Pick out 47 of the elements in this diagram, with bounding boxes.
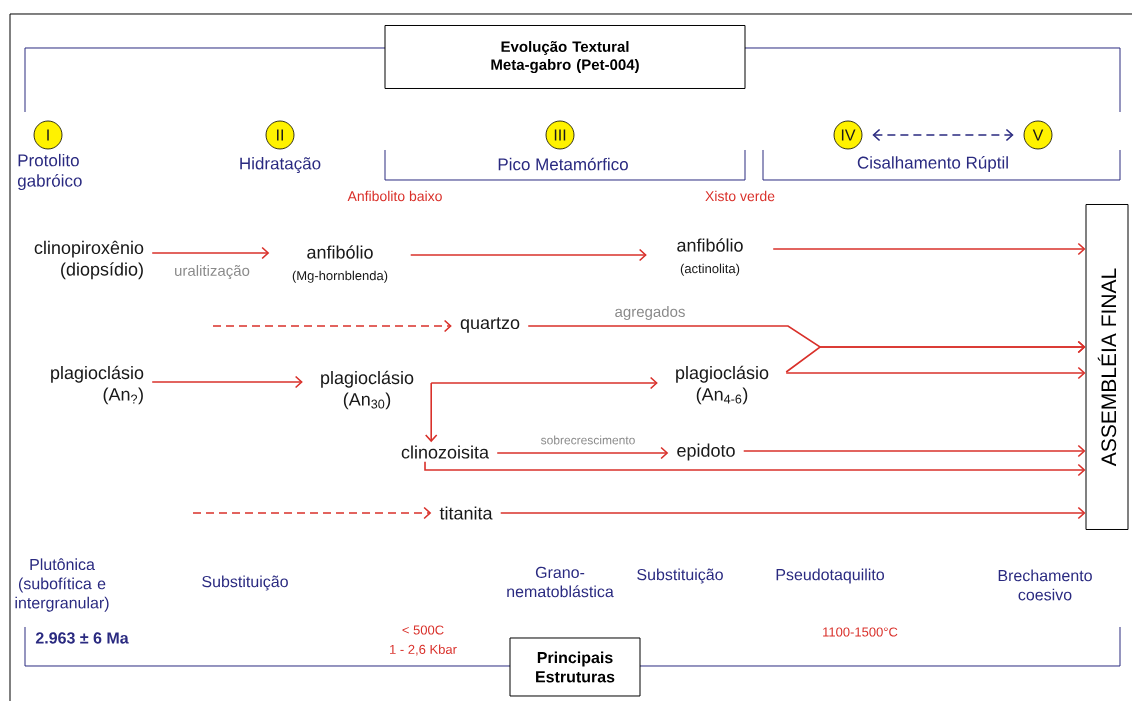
text-label: Brechamento coesivo bbox=[998, 569, 1092, 601]
text-label: Cisalhamento Rúptil bbox=[857, 156, 1008, 172]
text-label: 1100-1500°C bbox=[823, 627, 898, 637]
arrow bbox=[872, 128, 1014, 142]
mineral-label: quartzo bbox=[460, 317, 520, 333]
mineral-label: clinopiroxênio (diopsídio) bbox=[34, 240, 144, 280]
title-box: Evolução Textural Meta-gabro (Pet-004) bbox=[384, 25, 746, 89]
mineral-label: plagioclásio (An$_{?}$) bbox=[51, 365, 144, 405]
phase-caption: Protolito gabróico bbox=[17, 153, 82, 191]
text-label: Pseudotaquilito bbox=[776, 568, 884, 584]
phase-caption: Pico Metamórfico bbox=[498, 157, 628, 171]
phase-caption: Hidratação bbox=[240, 157, 321, 173]
arrow bbox=[151, 375, 303, 389]
arrow bbox=[499, 506, 1086, 520]
text-label: Plutônica (subofítica e intergranular) bbox=[15, 558, 109, 612]
mineral-label: plagioclásio (An$_{4-6}$) bbox=[676, 365, 769, 405]
text-label: Grano-nematoblástica bbox=[507, 566, 614, 598]
arrow bbox=[742, 444, 1086, 458]
arrow bbox=[192, 506, 432, 520]
mineral-label: epidoto bbox=[677, 443, 735, 461]
arrow bbox=[496, 446, 669, 460]
mineral-label: plagioclásio (An$_{30}$) bbox=[321, 370, 414, 410]
edge-label: uralitização bbox=[173, 263, 251, 280]
edge-label: agregados bbox=[613, 305, 687, 321]
arrow bbox=[424, 461, 1086, 477]
text-label: Substituição bbox=[637, 568, 723, 584]
text-label: Anfibolito baixo bbox=[347, 190, 442, 202]
arrow bbox=[424, 382, 438, 443]
edge-label: sobrecrescimento bbox=[539, 434, 637, 446]
text-label: < 500C bbox=[402, 625, 444, 635]
arrow bbox=[409, 248, 647, 262]
mineral-label: titanita bbox=[439, 506, 493, 520]
text-label: Xisto verde bbox=[705, 190, 775, 202]
text-label: 1 - 2,6 Kbar bbox=[390, 644, 457, 656]
mineral-label: anfibólio (actinolita) bbox=[677, 238, 743, 276]
mineral-label: clinozoisita bbox=[401, 445, 489, 459]
arrow bbox=[785, 366, 1086, 380]
arrow bbox=[785, 340, 1086, 373]
arrow bbox=[772, 242, 1086, 256]
arrow bbox=[430, 376, 658, 390]
final-assemblage-box: ASSEMBLÉIA FINAL bbox=[1085, 204, 1129, 530]
text-label: Substituição bbox=[202, 575, 288, 591]
structures-box: Principais Estruturas bbox=[509, 637, 641, 697]
arrow bbox=[151, 246, 270, 260]
arrow bbox=[212, 319, 452, 333]
text-label: 2.963 ± 6 Ma bbox=[35, 632, 129, 644]
mineral-label: anfibólio (Mg-hornblenda) bbox=[292, 245, 388, 283]
